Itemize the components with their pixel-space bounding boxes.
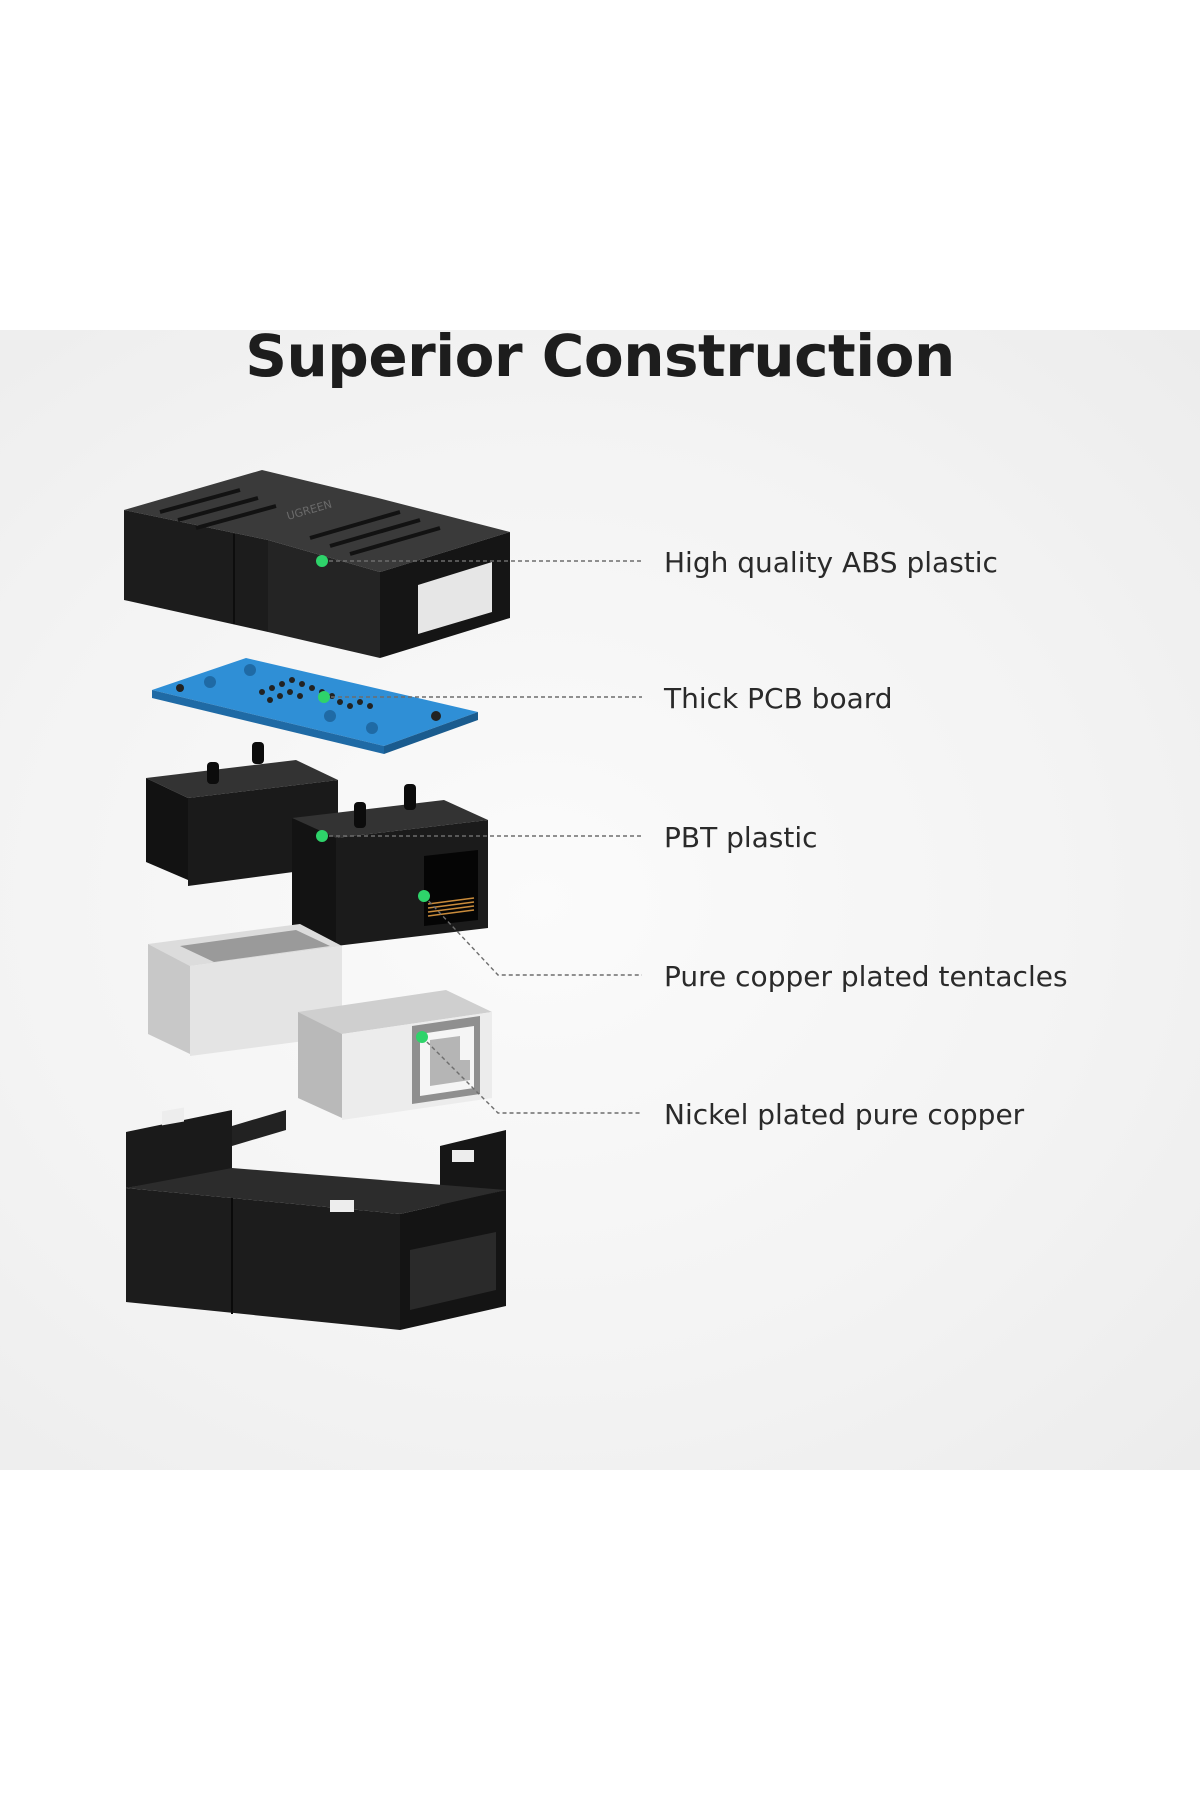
pbt-plastic-jacks [146, 742, 488, 946]
callout-abs-plastic: High quality ABS plastic [664, 546, 998, 579]
bottom-housing [126, 1107, 506, 1330]
callout-copper-tentacles: Pure copper plated tentacles [664, 960, 1068, 993]
nickel-plated-shields [148, 924, 492, 1120]
marker-dot-nickel [416, 1031, 428, 1043]
abs-top-housing: UGREEN [124, 470, 510, 658]
callout-nickel-copper: Nickel plated pure copper [664, 1098, 1025, 1131]
marker-dot-tentacles [418, 890, 430, 902]
leader-lines [322, 560, 642, 1114]
pcb-board [152, 658, 478, 754]
page-title: Superior Construction [245, 322, 955, 390]
callout-pbt-plastic: PBT plastic [664, 821, 818, 854]
marker-dots [316, 555, 430, 1043]
callout-pcb-board: Thick PCB board [664, 682, 893, 715]
marker-dot-abs [316, 555, 328, 567]
marker-dot-pcb [318, 691, 330, 703]
marker-dot-pbt [316, 830, 328, 842]
